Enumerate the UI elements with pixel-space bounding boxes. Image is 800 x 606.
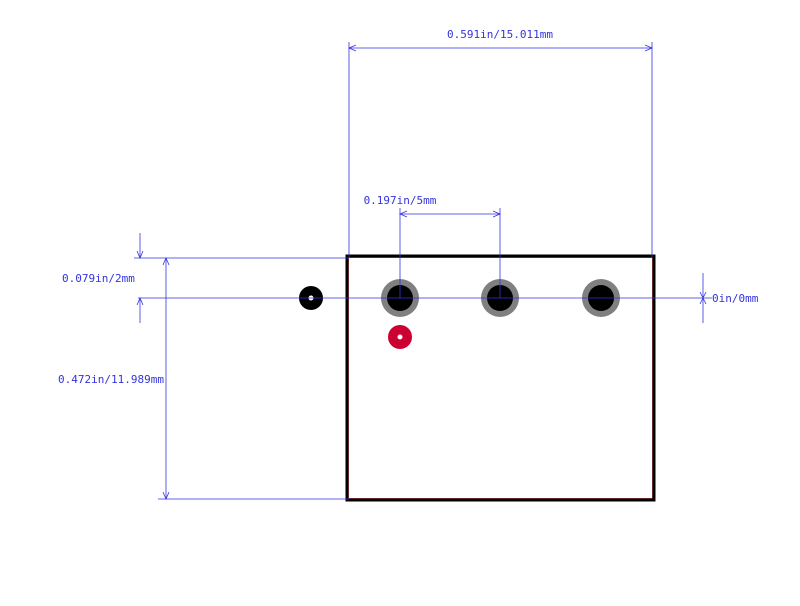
component-body: [345, 254, 656, 502]
pin1-marker-red: [388, 325, 412, 349]
width-arrow-right: [644, 44, 654, 52]
overall-height-label: 0.472in/11.989mm: [58, 373, 164, 386]
pitch-arrow-left: [398, 210, 408, 218]
offset-arrow-bottom: [136, 296, 144, 306]
height-arrow-top: [162, 256, 170, 266]
overall-width-label: 0.591in/15.011mm: [447, 28, 553, 41]
pitch-arrow-right: [492, 210, 502, 218]
height-arrow-bottom: [162, 491, 170, 501]
marker-dot: [397, 334, 403, 340]
pin-offset-label: 0.079in/2mm: [62, 272, 135, 285]
offset-arrow-top: [136, 250, 144, 260]
pin-row-offset-label: 0in/0mm: [712, 292, 759, 305]
dimension-lines: [134, 42, 712, 501]
body-outline: [345, 254, 656, 502]
dimension-labels: 0.591in/15.011mm 0.197in/5mm 0.079in/2mm…: [58, 28, 759, 386]
row-offset-arrow-bottom: [699, 297, 707, 305]
width-arrow-left: [347, 44, 357, 52]
pin-pitch-label: 0.197in/5mm: [364, 194, 437, 207]
